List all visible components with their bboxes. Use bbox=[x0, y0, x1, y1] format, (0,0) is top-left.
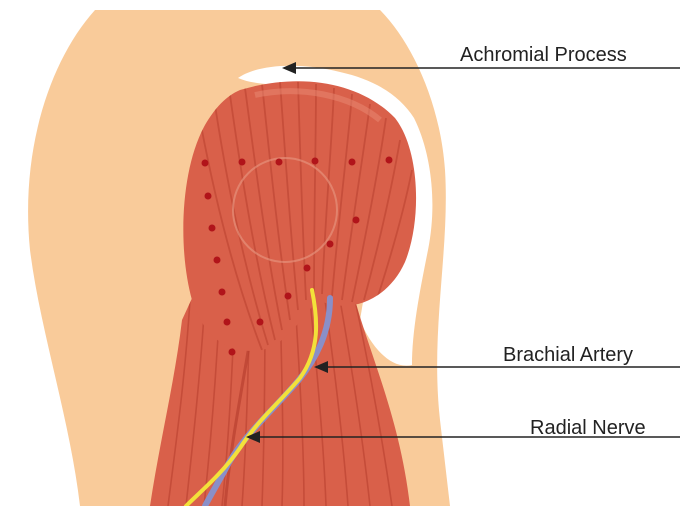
injection-dot bbox=[312, 158, 319, 165]
acromion-process-label: Achromial Process bbox=[460, 44, 627, 66]
radial-nerve-label: Radial Nerve bbox=[530, 417, 646, 439]
injection-dot bbox=[353, 217, 360, 224]
injection-dot bbox=[214, 257, 221, 264]
injection-dot bbox=[229, 349, 236, 356]
injection-dot bbox=[202, 160, 209, 167]
brachial-artery-label: Brachial Artery bbox=[503, 344, 633, 366]
injection-dot bbox=[304, 265, 311, 272]
injection-dot bbox=[276, 159, 283, 166]
injection-dot bbox=[285, 293, 292, 300]
injection-dot bbox=[219, 289, 226, 296]
injection-dot bbox=[327, 241, 334, 248]
injection-dot bbox=[205, 193, 212, 200]
injection-dot bbox=[239, 159, 246, 166]
injection-dot bbox=[257, 319, 264, 326]
injection-dot bbox=[386, 157, 393, 164]
injection-dot bbox=[241, 107, 248, 114]
injection-dot bbox=[349, 159, 356, 166]
injection-dot bbox=[224, 319, 231, 326]
injection-dot bbox=[209, 225, 216, 232]
